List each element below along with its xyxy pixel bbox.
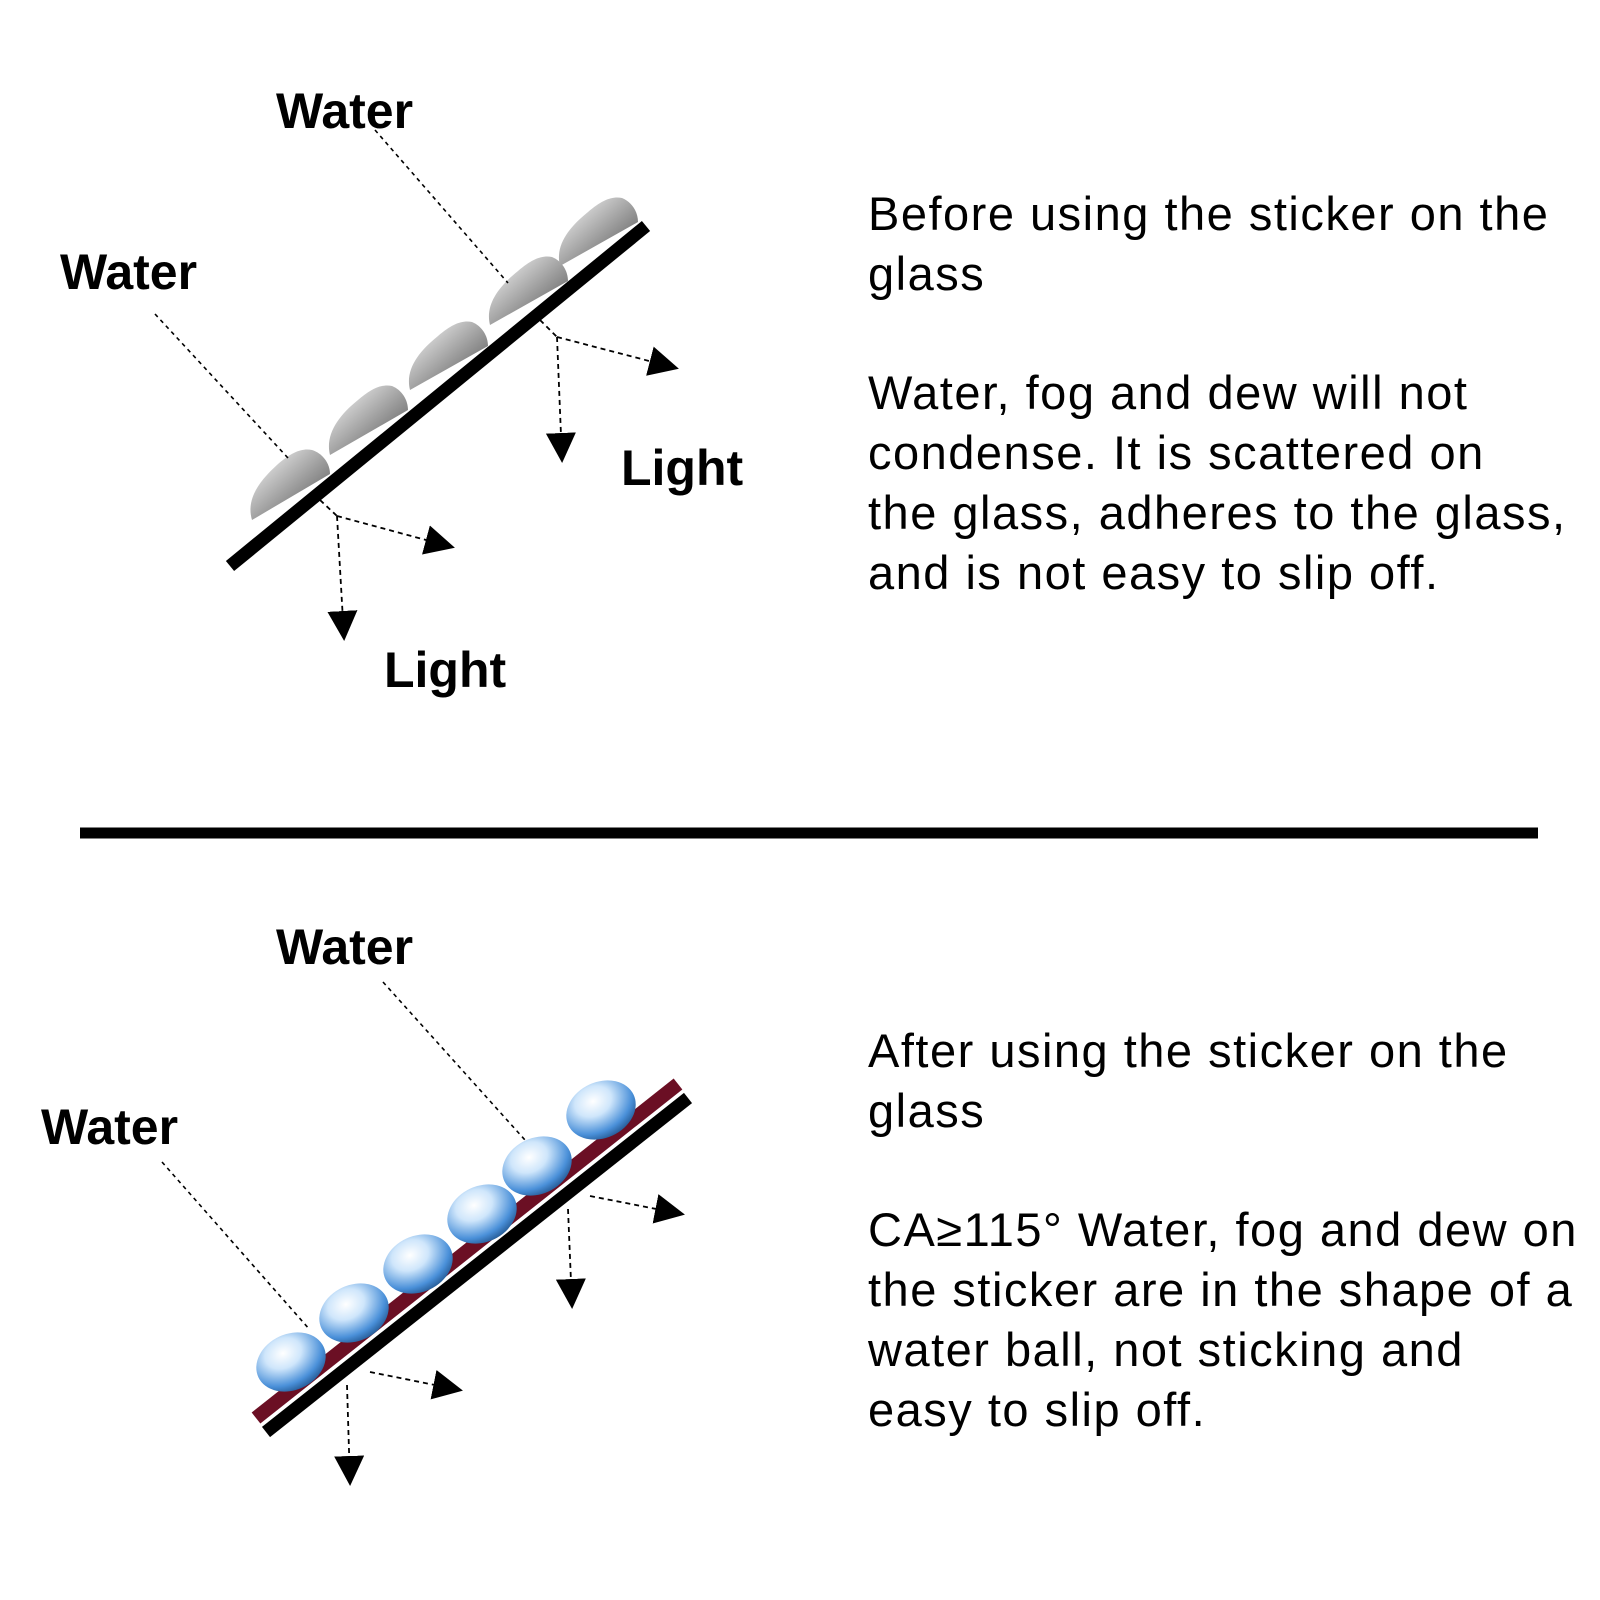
water-balls <box>247 1069 646 1402</box>
dew-droplets <box>250 198 638 520</box>
dew-droplet <box>559 198 638 266</box>
water-label: Water <box>276 86 413 136</box>
light-label: Light <box>384 645 506 695</box>
bottom-description-body: CA≥115° Water, fog and dew on the sticke… <box>868 1200 1578 1440</box>
light-rays-upper <box>540 320 676 460</box>
leader-line-water-2 <box>383 982 525 1140</box>
light-ray-down <box>337 516 344 638</box>
leader-line-water-2 <box>375 130 508 283</box>
light-ray-right <box>590 1196 682 1214</box>
leader-line-water-1 <box>162 1162 310 1330</box>
top-diagram <box>155 130 676 638</box>
water-label: Water <box>60 247 197 297</box>
leader-line-water-1 <box>155 314 288 458</box>
water-label: Water <box>276 922 413 972</box>
light-ray-stub <box>540 320 557 337</box>
light-ray-right <box>337 516 452 547</box>
water-label: Water <box>41 1102 178 1152</box>
bottom-description-title: After using the sticker on the glass <box>868 1021 1578 1141</box>
light-rays-lower <box>347 1372 460 1483</box>
light-rays-lower <box>320 500 452 638</box>
glass-pane <box>230 226 646 566</box>
top-description-body: Water, fog and dew will not condense. It… <box>868 363 1568 603</box>
top-description: Before using the sticker on the glass Wa… <box>868 184 1568 603</box>
top-description-title: Before using the sticker on the glass <box>868 184 1568 304</box>
glass-pane <box>266 1098 688 1432</box>
light-rays-upper <box>568 1196 682 1306</box>
bottom-description: After using the sticker on the glass CA≥… <box>868 1021 1578 1440</box>
bottom-diagram <box>162 982 688 1483</box>
light-label: Light <box>621 443 743 493</box>
light-ray-right <box>370 1372 460 1390</box>
light-ray-down <box>557 337 562 460</box>
light-ray-stub <box>320 500 337 516</box>
light-ray-down <box>568 1209 572 1306</box>
light-ray-down <box>347 1385 350 1483</box>
light-ray-right <box>557 337 676 368</box>
